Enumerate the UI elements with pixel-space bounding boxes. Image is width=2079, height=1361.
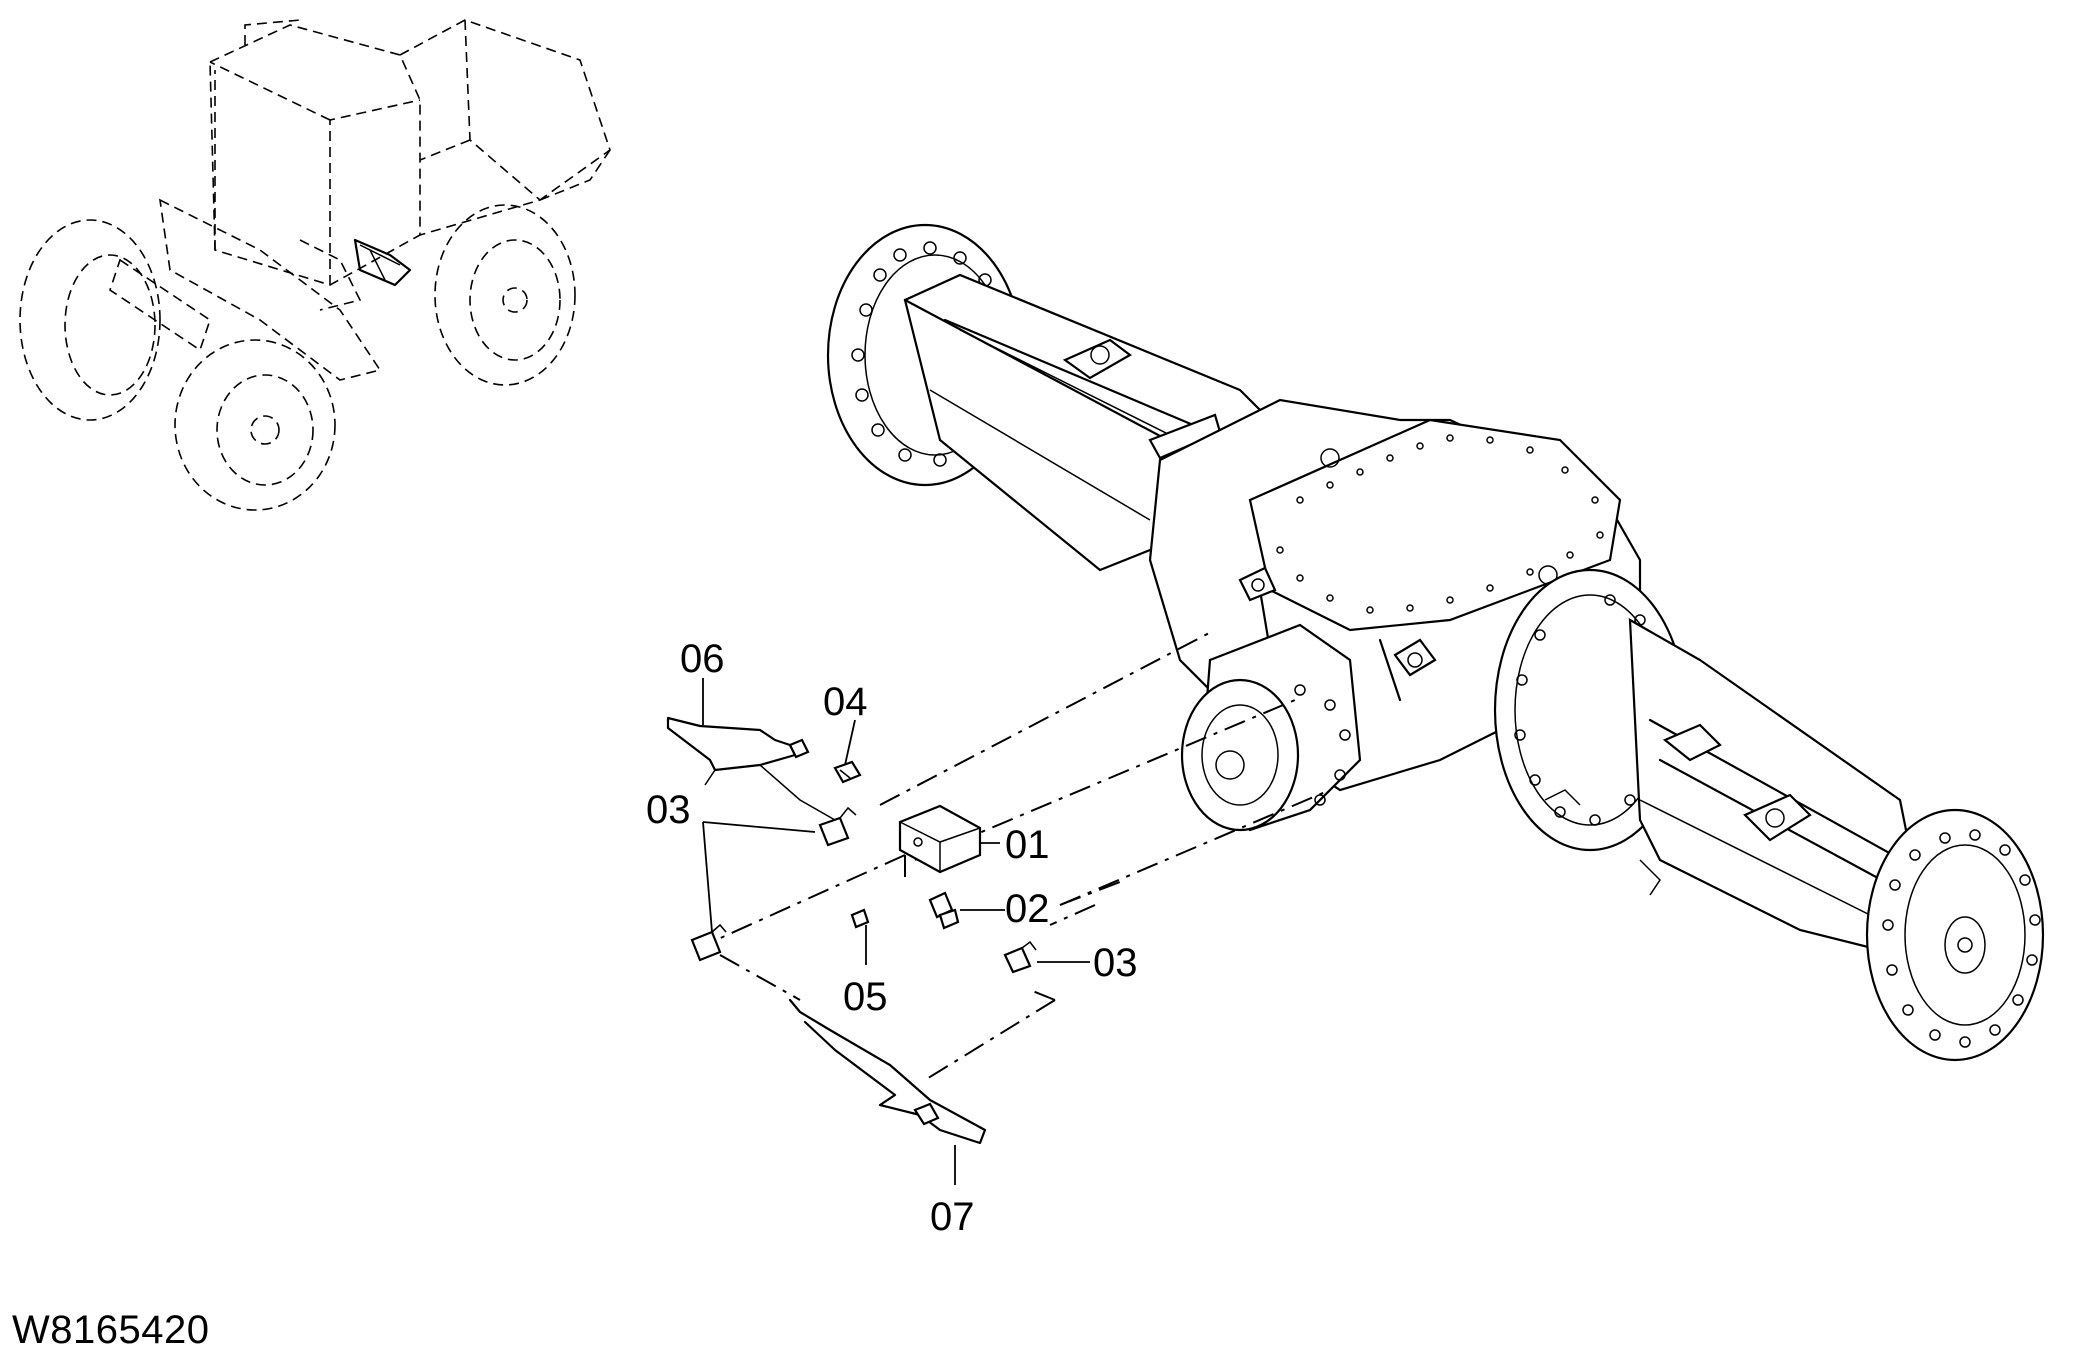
part-07-sensor-cable [788, 998, 987, 1145]
drawing-number: W8165420 [12, 1308, 210, 1352]
parts [666, 716, 1037, 1145]
callout-04: 04 [823, 680, 868, 724]
callout-03-left: 03 [646, 788, 691, 832]
part-04-fitting [833, 760, 862, 784]
part-03-fitting-lower-left [690, 930, 722, 962]
machine-overview-illustration [19, 19, 611, 511]
part-03-fitting-upper [818, 816, 850, 847]
callout-06: 06 [680, 637, 725, 681]
callout-05: 05 [843, 975, 888, 1019]
callout-labels: 06 04 03 01 02 03 05 07 [646, 637, 1138, 1239]
assembly-lines [704, 629, 1331, 1081]
part-05-plug [850, 908, 870, 929]
part-01-block [898, 804, 982, 874]
callout-01: 01 [1005, 823, 1050, 867]
callout-03-right: 03 [1093, 941, 1138, 985]
callout-02: 02 [1005, 887, 1050, 931]
part-03-fitting-right [1003, 946, 1032, 974]
axle-assembly [826, 223, 2045, 1062]
leader-lines [702, 678, 1090, 1185]
part-06-sensor-cable [666, 716, 797, 772]
callout-07: 07 [930, 1195, 975, 1239]
